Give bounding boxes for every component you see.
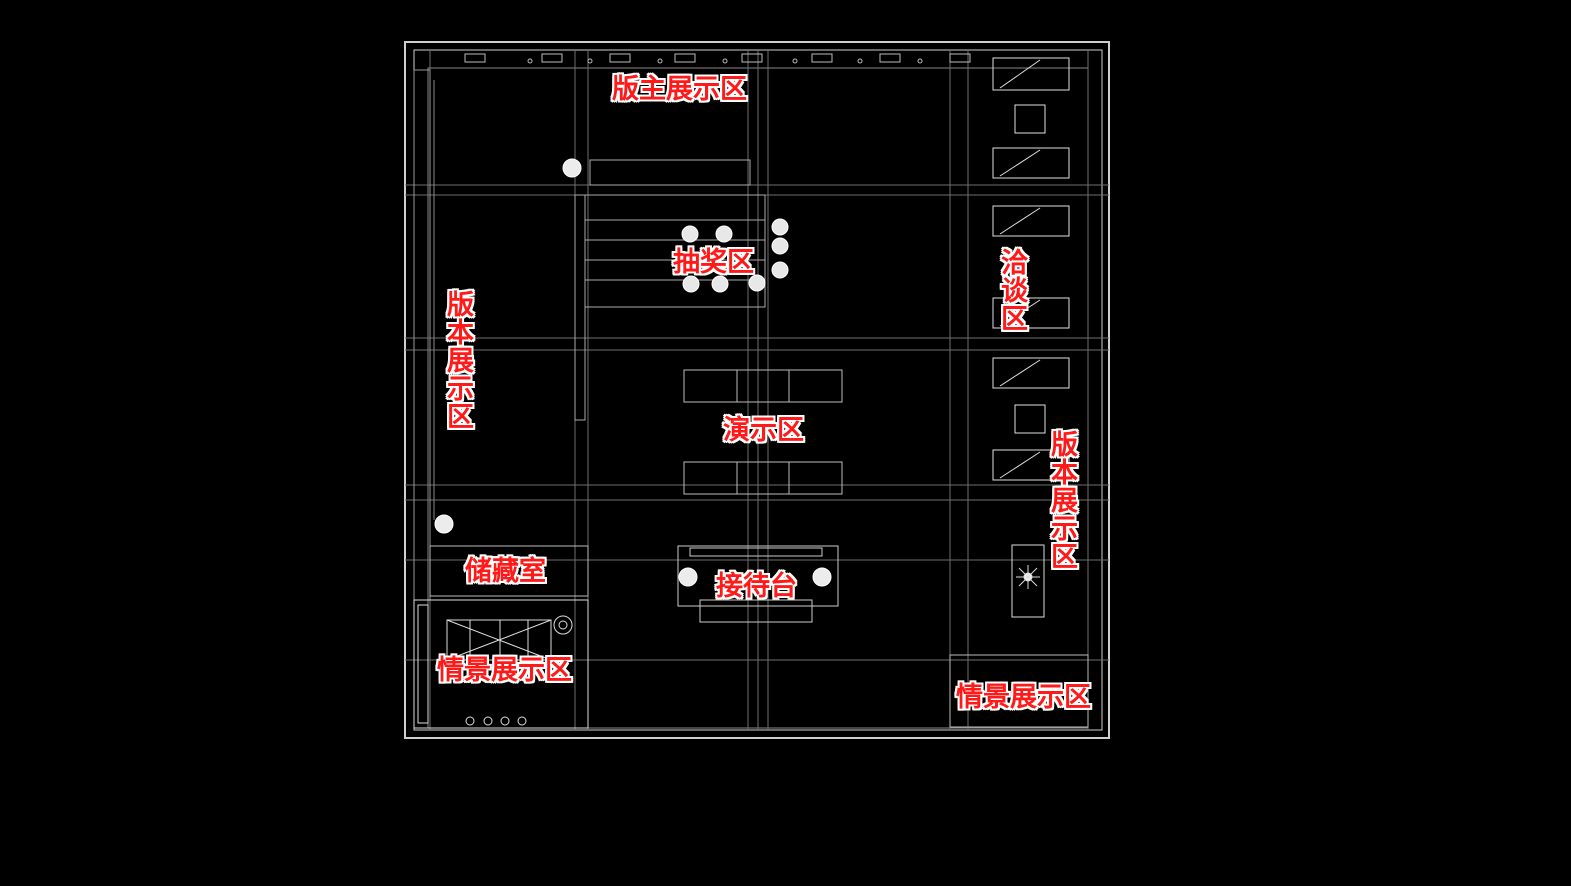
lottery-stools bbox=[681, 218, 789, 293]
zone-label-storage: 储藏室 bbox=[465, 556, 546, 587]
grid-lines bbox=[405, 50, 1109, 730]
zone-label-negotiation: 洽谈区 bbox=[996, 248, 1027, 332]
scene-display-right bbox=[949, 654, 1089, 728]
negotiation-furniture bbox=[992, 57, 1070, 481]
lottery-platform bbox=[574, 159, 766, 421]
zone-label-reception: 接待台 bbox=[716, 571, 797, 602]
zone-label-version-display-right: 版本展示区 bbox=[1046, 430, 1077, 570]
demo-sofas bbox=[683, 369, 843, 495]
zone-label-banzhu-display: 版主展示区 bbox=[612, 74, 747, 105]
storage-room bbox=[429, 545, 589, 597]
zone-label-demo: 演示区 bbox=[723, 415, 804, 446]
scene-display-left bbox=[413, 599, 589, 729]
reception-desk bbox=[677, 545, 839, 623]
zone-label-scene-display-left: 情景展示区 bbox=[437, 655, 572, 686]
chandelier-fixture bbox=[1011, 544, 1045, 618]
plant-icons bbox=[434, 158, 832, 587]
outer-wall bbox=[404, 41, 1110, 739]
zone-label-version-display-left: 版本展示区 bbox=[442, 290, 473, 430]
zone-label-lottery: 抽奖区 bbox=[673, 247, 754, 278]
ceiling-light-row bbox=[464, 53, 971, 64]
zone-label-scene-display-right: 情景展示区 bbox=[956, 682, 1091, 713]
